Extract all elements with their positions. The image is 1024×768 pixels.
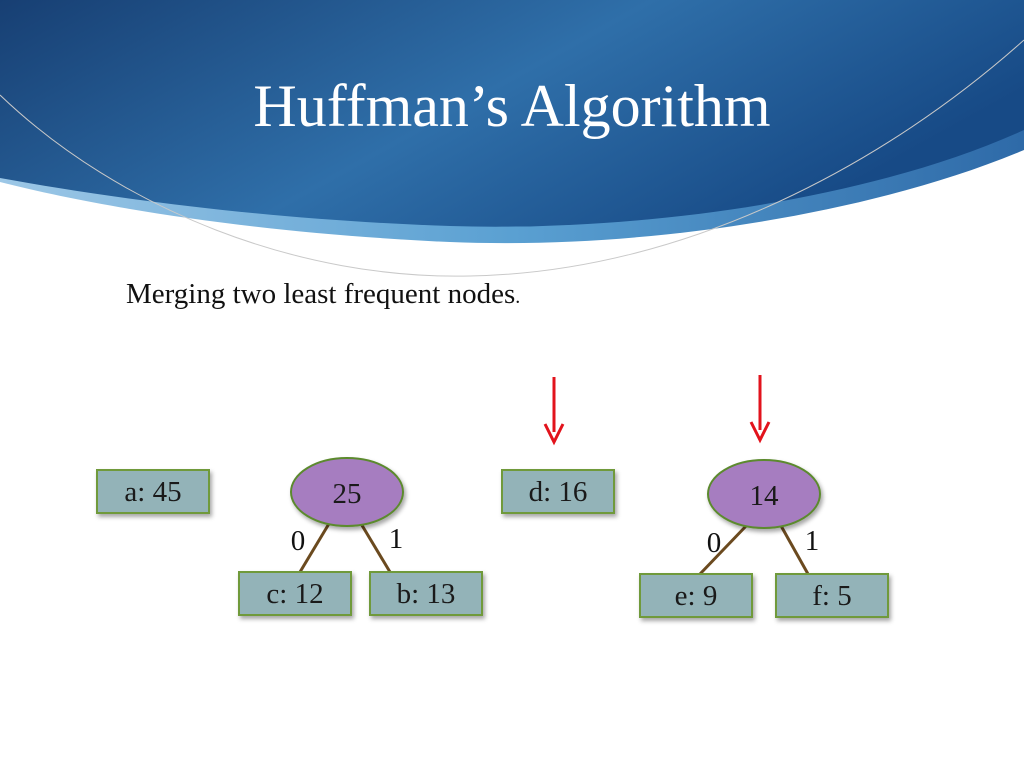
edge-label-25-left: 0 — [291, 525, 306, 557]
edge-25-to-c12 — [298, 521, 332, 573]
edge-14-to-f5 — [778, 523, 810, 575]
leaf-a-label: a: 45 — [124, 476, 181, 508]
header-arc-line — [0, 39, 1024, 277]
leaf-c-label: c: 12 — [266, 578, 323, 610]
leaf-f-5: f: 5 — [775, 573, 889, 618]
leaf-b-label: b: 13 — [397, 578, 456, 610]
edge-25-to-b13 — [358, 521, 392, 573]
node-25: 25 — [290, 457, 404, 527]
node-14: 14 — [707, 459, 821, 529]
arrow-down-to-14 — [749, 375, 771, 444]
arrow-down-to-d16 — [543, 377, 565, 446]
slide-title: Huffman’s Algorithm — [253, 73, 771, 139]
edge-label-14-right: 1 — [805, 525, 820, 557]
leaf-f-label: f: 5 — [812, 580, 851, 612]
leaf-a-45: a: 45 — [96, 469, 210, 514]
edge-label-14-left: 0 — [707, 527, 722, 559]
leaf-d-label: d: 16 — [529, 476, 588, 508]
node-14-label: 14 — [750, 480, 780, 512]
header-background — [0, 0, 1024, 277]
subtitle-period: . — [515, 286, 521, 308]
edge-label-25-right: 1 — [389, 523, 404, 555]
leaf-e-9: e: 9 — [639, 573, 753, 618]
edge-14-to-e9 — [698, 522, 750, 576]
header-band — [0, 0, 1024, 227]
slide-subtitle: Merging two least frequent nodes. — [126, 276, 520, 315]
leaf-b-13: b: 13 — [369, 571, 483, 616]
subtitle-text: Merging two least frequent nodes — [126, 278, 516, 310]
leaf-c-12: c: 12 — [238, 571, 352, 616]
leaf-e-label: e: 9 — [675, 580, 718, 612]
leaf-d-16: d: 16 — [501, 469, 615, 514]
node-25-label: 25 — [333, 478, 362, 510]
